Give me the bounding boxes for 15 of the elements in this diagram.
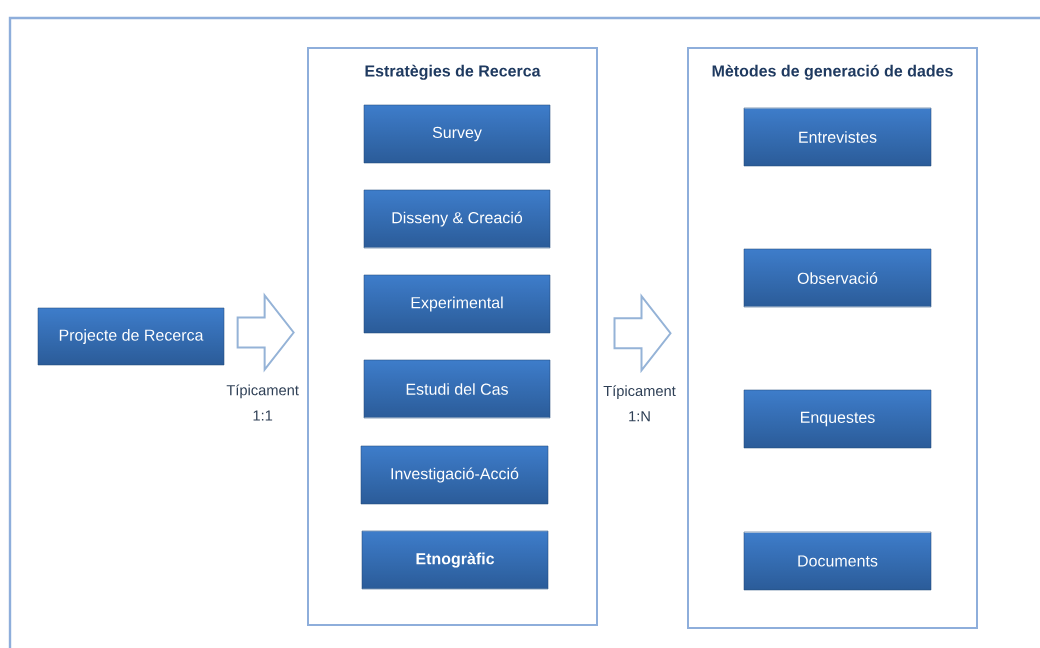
process-box: Entrevistes [743, 107, 932, 167]
process-box: Observació [743, 248, 932, 308]
block-arrow [236, 292, 295, 373]
process-box: Experimental [363, 274, 551, 334]
edge-label: Típicament 1:1 [223, 383, 302, 422]
process-box: Survey [363, 104, 551, 164]
edge-label: Típicament 1:N [600, 383, 679, 423]
process-box: Estudi del Cas [363, 359, 551, 419]
process-box: Projecte de Recerca [37, 307, 225, 366]
process-box: Documents [743, 531, 932, 591]
process-box: Enquestes [743, 389, 932, 449]
process-box: Etnogràfic [361, 530, 549, 590]
process-box: Disseny & Creació [363, 189, 551, 249]
block-arrow [613, 293, 672, 374]
process-box: Investigació-Acció [360, 445, 549, 505]
